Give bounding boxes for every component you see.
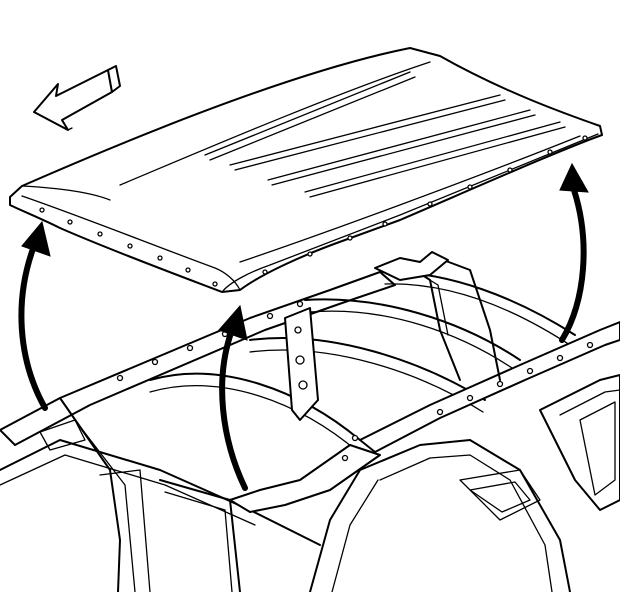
lift-arrow-right (559, 162, 589, 343)
roof-panel (9, 47, 603, 293)
roof-ribs (119, 61, 581, 263)
a-pillar (59, 397, 121, 592)
rear-pillar-right (429, 254, 501, 381)
left-roof-rail (0, 271, 396, 446)
front-direction-arrow (33, 65, 121, 131)
lift-arrow-left (18, 220, 51, 411)
rear-quarter-window (539, 374, 620, 511)
right-rail-holes (436, 341, 594, 416)
body-frame (0, 251, 620, 592)
front-corner-bracket (229, 444, 381, 513)
front-door-frame (159, 479, 241, 592)
windshield-header (0, 439, 321, 546)
right-roof-rail (359, 321, 620, 453)
roof-bows (149, 270, 576, 453)
cargo-floor (459, 469, 541, 521)
door-opening (359, 439, 571, 592)
roof-edge-holes (39, 135, 588, 287)
lift-arrow-center (218, 304, 248, 491)
